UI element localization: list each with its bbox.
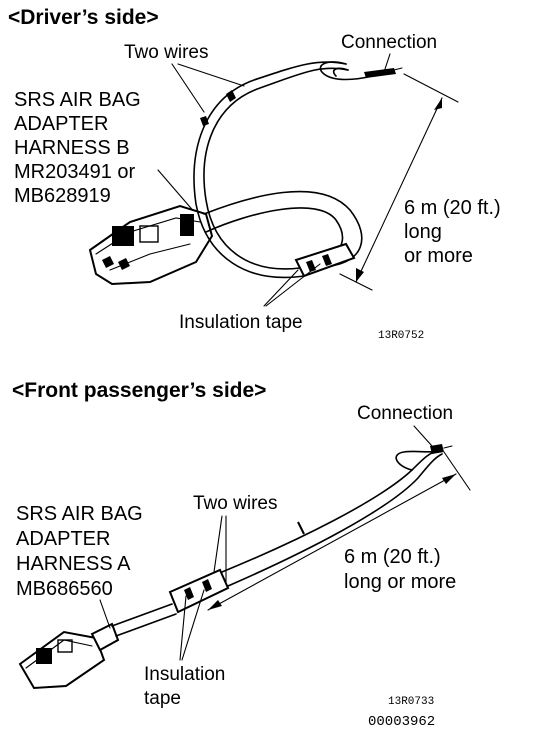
driver-length-line-3: or more [404, 245, 473, 267]
driver-harness-line-3: HARNESS B [14, 137, 130, 159]
passenger-insulation-leader-1 [179, 595, 187, 661]
driver-tape-mark-upper [226, 90, 236, 102]
driver-harness-line-1: SRS AIR BAG [14, 89, 141, 111]
driver-harness-line-5: MB628919 [14, 185, 111, 207]
passenger-wire-tape-mark [297, 521, 305, 535]
driver-two-wires-leader-1 [171, 63, 205, 113]
driver-two-wires-leader-2 [177, 63, 245, 87]
driver-length-arrow [339, 73, 459, 291]
driver-figure-code: 13R0752 [378, 330, 424, 342]
driver-adapter-connector [88, 204, 214, 286]
passenger-two-wires-leader-1 [213, 515, 223, 573]
driver-insulation-label: Insulation tape [179, 312, 303, 333]
passenger-harness-leader [99, 599, 111, 629]
passenger-insulation-line-1: Insulation [144, 664, 225, 685]
driver-tape-mark-left [200, 116, 209, 126]
passenger-insulation-leader-2 [181, 589, 205, 661]
passenger-connection-leader [413, 425, 433, 447]
passenger-connection-label: Connection [357, 403, 453, 424]
passenger-header: <Front passenger’s side> [12, 379, 266, 402]
driver-length-line-2: long [404, 221, 442, 243]
passenger-insulation-line-2: tape [144, 688, 181, 709]
passenger-length-line-1: 6 m (20 ft.) [344, 546, 441, 568]
passenger-harness-line-1: SRS AIR BAG [16, 503, 143, 525]
passenger-harness-line-2: ADAPTER [16, 528, 110, 550]
passenger-harness-line-3: HARNESS A [16, 553, 131, 575]
passenger-length-arrow [207, 451, 471, 611]
driver-connection-leader [383, 53, 391, 73]
passenger-adapter-connector [18, 622, 120, 690]
driver-two-wires [193, 61, 403, 279]
driver-harness-line-2: ADAPTER [14, 113, 108, 135]
driver-header: <Driver’s side> [8, 6, 159, 29]
passenger-two-wires-label: Two wires [193, 493, 277, 514]
driver-harness-line-4: MR203491 or [14, 161, 136, 183]
passenger-insulation-tape-sleeve [168, 568, 230, 614]
passenger-length-line-2: long or more [344, 571, 456, 593]
document-code: 00003962 [368, 714, 435, 730]
driver-insulation-tape-sleeve [294, 242, 356, 278]
driver-two-wires-label: Two wires [124, 42, 208, 63]
driver-length-line-1: 6 m (20 ft.) [404, 197, 501, 219]
driver-connection-label: Connection [341, 32, 437, 53]
driver-insulation-leader-1 [263, 269, 299, 307]
driver-insulation-leader-2 [265, 263, 321, 307]
passenger-harness-line-4: MB686560 [16, 578, 113, 600]
passenger-two-wires [221, 444, 453, 587]
passenger-harness-cable [111, 603, 177, 637]
driver-harness-leader [157, 169, 197, 215]
passenger-figure-code: 13R0733 [388, 696, 434, 708]
